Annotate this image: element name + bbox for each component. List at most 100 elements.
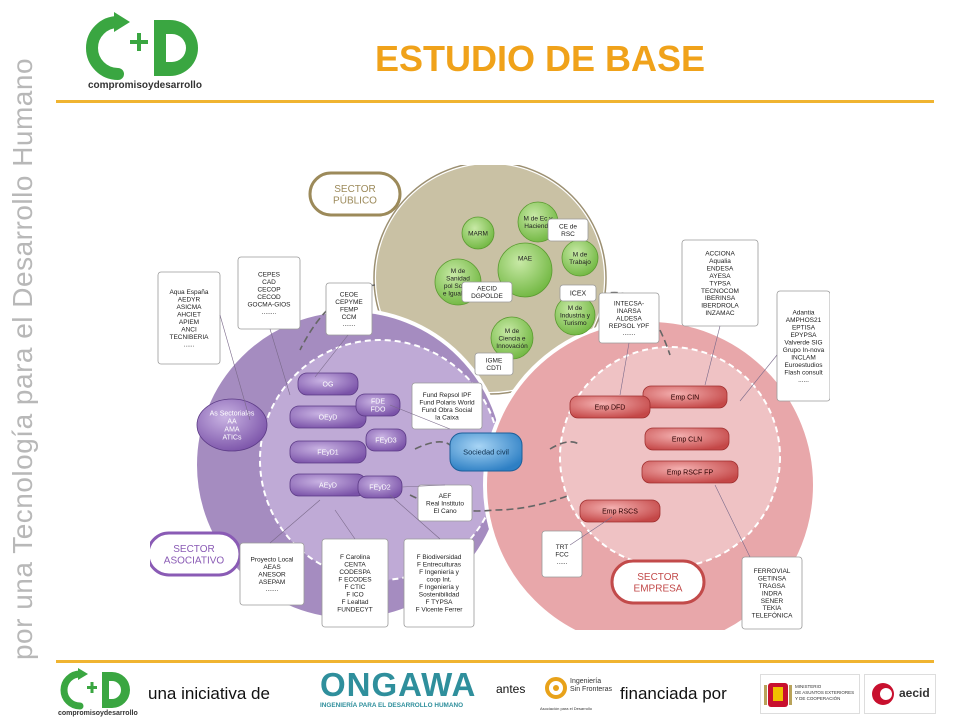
public-node-0-text: MARM [468,230,488,237]
associative-node-4 [355,393,401,417]
footer-rule [56,660,934,663]
business-node-4 [579,499,661,523]
aecid-logo[interactable]: aecid [864,674,936,714]
footer-cd-logo[interactable]: compromisoydesarrollo [52,666,142,718]
spain-coat-of-arms-icon [764,683,792,707]
business-node-4-text: Emp RSCS [602,508,638,515]
igme-box [474,352,514,376]
link-fund [389,404,451,430]
aecid-icon [872,683,894,705]
business-node-3-text: Emp RSCF FP [667,469,714,476]
icex-box-text: ICEX [570,290,587,297]
biodiv-box [403,538,475,628]
brand-logo-text: compromisoydesarrollo [88,80,202,91]
associative-node-6-text: FEyD2 [369,484,391,491]
arrow-civil-business [549,441,581,450]
header-rule [56,100,934,103]
isf-logo[interactable]: Ingeniería Sin Fronteras Asociación para… [540,674,612,718]
isf-subtitle: Asociación para el Desarrollo [540,706,593,711]
business-sector-label [610,559,706,605]
proyecto-box [239,542,305,606]
sectorial-node [196,398,268,452]
ce-rsc-box [547,218,589,242]
arrow-public-business [599,291,671,356]
public-sector-label [308,171,402,217]
link-intecsa [619,342,630,396]
page-title: ESTUDIO DE BASE [374,38,706,79]
business-node-1-text: Emp DFD [595,404,626,411]
vertical-tagline: por una Tecnología para el Desarrollo Hu… [7,57,38,661]
public-node-0 [461,216,495,250]
business-node-2 [644,427,730,451]
ministerio-logo[interactable]: MINISTERIO DE ASUNTOS EXTERIORES Y DE CO… [760,674,860,714]
trt-box [541,530,583,578]
isf-icon [545,677,567,699]
isf-name: Ingeniería Sin Fronteras [570,678,613,693]
associative-node-2-text: FEyD1 [317,449,339,456]
public-node-4-text: MAE [518,255,533,262]
link-carolina [334,509,356,540]
cepes-box [237,256,301,330]
antes-label: antes [496,682,526,696]
associative-node-0 [297,372,359,396]
business-node-0-text: Emp CIN [671,394,699,401]
business-inner-ring [559,346,781,568]
arrow-assoc-civil [414,441,451,450]
brand-logo[interactable]: compromisoydesarrollo [70,8,230,96]
adantia-box [776,290,830,402]
link-acciona [704,325,721,386]
business-node-3 [641,460,739,484]
link-ferrovial [714,484,751,558]
associative-node-1 [289,405,367,429]
financiada-label: financiada por [620,684,727,703]
mae-box [461,281,513,303]
link-adantia [739,354,778,402]
link-aqua [219,314,251,421]
associative-node-3-text: AEyD [319,482,337,489]
civil-society-node [449,432,523,472]
link-ceoe [314,334,349,378]
icex-box [559,284,597,302]
associative-node-1-text: OEyD [319,414,338,421]
associative-node-5 [365,428,407,452]
ceoe-box [325,282,373,336]
business-node-1 [569,395,651,419]
associative-node-2 [289,440,367,464]
ongawa-logo[interactable]: ONGAWA INGENIERÍA PARA EL DESARROLLO HUM… [320,668,476,712]
link-proyecto [269,499,321,544]
link-cepes [269,328,291,396]
aecid-wordmark: aecid [899,686,930,700]
associative-node-5-text: FEyD3 [375,437,397,444]
fund-box [411,382,483,430]
aqua-box [157,271,221,365]
link-trt [569,516,613,546]
civil-society-node-text: Sociedad civil [463,448,509,457]
ongawa-wordmark: ONGAWA [320,666,477,703]
ministerio-name: MINISTERIO DE ASUNTOS EXTERIORES Y DE CO… [795,684,855,701]
footer-cd-logo-mark [60,668,130,710]
